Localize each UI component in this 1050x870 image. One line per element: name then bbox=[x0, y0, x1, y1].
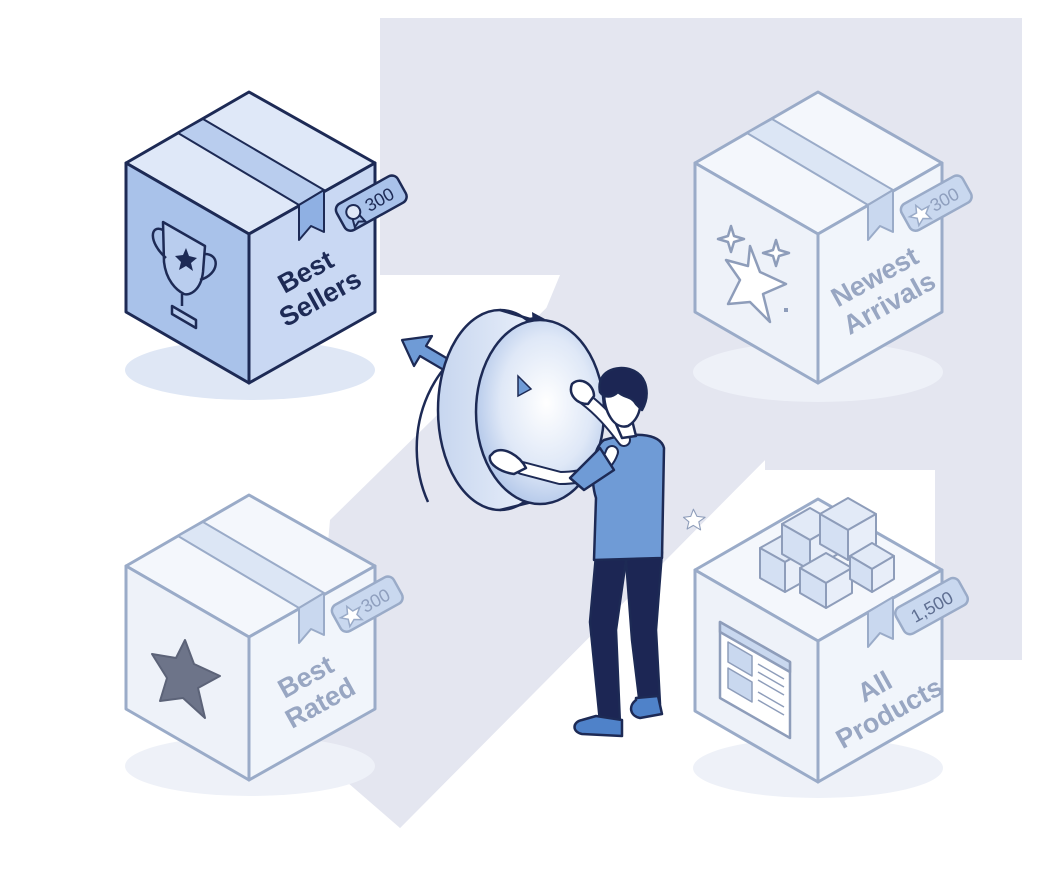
count-badge: 300 bbox=[330, 575, 404, 633]
count-badge: 300 bbox=[899, 174, 973, 232]
count-badge: 300 bbox=[334, 174, 408, 232]
mini-boxes-stack-icon bbox=[682, 497, 895, 609]
category-box-newest-arrivals[interactable]: Newest Arrivals 300 bbox=[693, 90, 974, 402]
award-ribbon-icon bbox=[345, 203, 368, 230]
category-box-all-products[interactable]: All Products 1,500 bbox=[682, 497, 971, 798]
category-box-best-rated[interactable]: Best Rated 300 bbox=[124, 493, 405, 796]
person-turning-dial bbox=[488, 366, 666, 738]
background-arrow-shape bbox=[310, 275, 765, 828]
dial-pointer-icon bbox=[517, 374, 533, 398]
star-icon bbox=[151, 639, 221, 719]
star-icon bbox=[338, 604, 364, 629]
star-icon bbox=[907, 203, 933, 228]
product-list-icon bbox=[718, 620, 792, 740]
trophy-icon bbox=[151, 220, 217, 330]
sparkle-star-icon bbox=[716, 224, 791, 324]
category-box-best-sellers[interactable]: Best Sellers 300 bbox=[124, 90, 409, 400]
